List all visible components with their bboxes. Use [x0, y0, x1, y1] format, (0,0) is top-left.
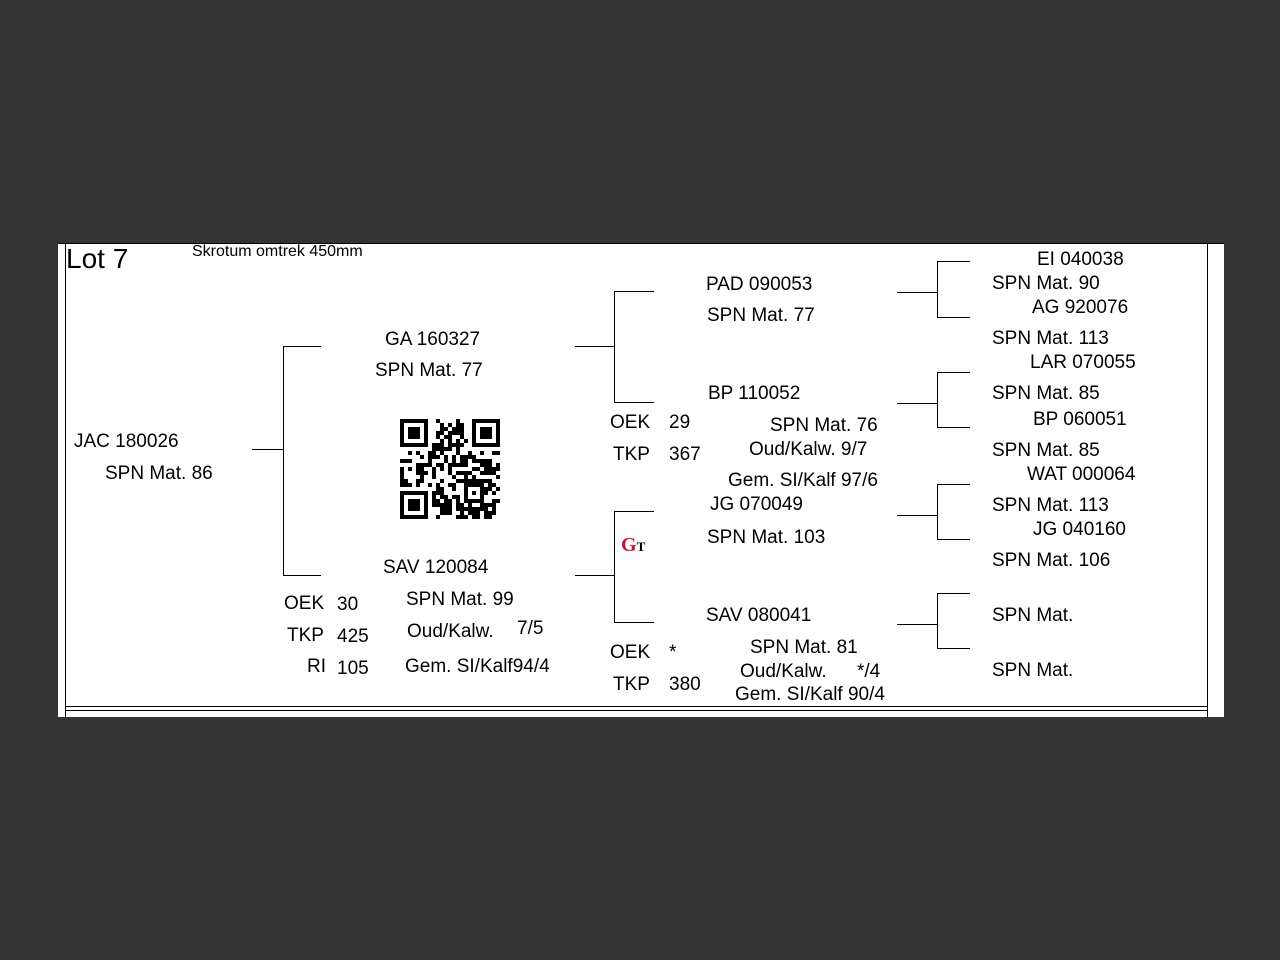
- ggp-2-id: AG 920076: [1032, 297, 1129, 318]
- left-border: [65, 243, 66, 717]
- sire-dam-gem-si-kalf: Gem. SI/Kalf 97/6: [728, 470, 878, 491]
- pedigree-sheet: Lot 7 Skrotum omtrek 450mm JAC 180026 SP…: [58, 243, 1224, 717]
- dam-dam-oud-kalw-value: */4: [857, 661, 881, 682]
- sire-dam-spn: SPN Mat. 76: [770, 415, 878, 436]
- bottom-border-double: [65, 710, 1208, 711]
- sire-sire-spn: SPN Mat. 77: [707, 305, 815, 326]
- dam-tkp-label: TKP: [287, 625, 324, 646]
- dam-dam-gem-si-kalf: Gem. SI/Kalf 90/4: [735, 684, 885, 705]
- sire-tkp-label: TKP: [613, 444, 650, 465]
- ggp-3-id: LAR 070055: [1030, 352, 1136, 373]
- sire-id: GA 160327: [385, 329, 481, 350]
- dam-oek-value: 30: [337, 594, 359, 615]
- dam-gem-si-kalf: Gem. SI/Kalf94/4: [405, 656, 550, 677]
- sire-oek-value: 29: [669, 412, 691, 433]
- dam-ri-value: 105: [337, 658, 369, 679]
- dam-dam-oek-value: *: [669, 642, 677, 663]
- dam-sire-spn: SPN Mat. 103: [707, 527, 826, 548]
- ggp-5-spn: SPN Mat. 113: [992, 495, 1109, 516]
- dam-dam-oek-label: OEK: [610, 642, 651, 663]
- ggp-1-spn: SPN Mat. 90: [992, 273, 1100, 294]
- ggp-8-spn: SPN Mat.: [992, 660, 1074, 681]
- ggp-4-id: BP 060051: [1033, 409, 1127, 430]
- ggp-3-spn: SPN Mat. 85: [992, 383, 1100, 404]
- sire-sire-id: PAD 090053: [706, 274, 813, 295]
- animal-id: JAC 180026: [74, 431, 179, 452]
- dam-dam-id: SAV 080041: [706, 605, 812, 626]
- scrotum-note: Skrotum omtrek 450mm: [192, 243, 363, 260]
- dam-oek-label: OEK: [284, 593, 325, 614]
- ggp-6-id: JG 040160: [1033, 519, 1126, 540]
- dam-dam-spn: SPN Mat. 81: [750, 637, 858, 658]
- top-border: [58, 243, 1224, 244]
- sire-spn: SPN Mat. 77: [375, 360, 483, 381]
- right-border: [1207, 243, 1208, 717]
- pedigree-bracket-lines: [252, 261, 970, 649]
- gt-logo-icon: GT: [621, 534, 646, 556]
- dam-oud-kalw-label: Oud/Kalw.: [407, 621, 494, 642]
- svg-text:GT: GT: [621, 534, 646, 556]
- ggp-1-id: EI 040038: [1037, 249, 1124, 270]
- bottom-border: [65, 706, 1208, 707]
- dam-tkp-value: 425: [337, 626, 369, 647]
- dam-id: SAV 120084: [383, 557, 489, 578]
- ggp-6-spn: SPN Mat. 106: [992, 550, 1111, 571]
- sire-oek-label: OEK: [610, 412, 651, 433]
- animal-spn: SPN Mat. 86: [105, 463, 213, 484]
- qr-code-icon: [400, 419, 500, 519]
- dam-ri-label: RI: [307, 656, 326, 677]
- dam-sire-id: JG 070049: [710, 494, 803, 515]
- sire-dam-id: BP 110052: [708, 383, 801, 404]
- dam-dam-tkp-label: TKP: [613, 674, 650, 695]
- ggp-2-spn: SPN Mat. 113: [992, 328, 1109, 349]
- ggp-7-spn: SPN Mat.: [992, 605, 1074, 626]
- sire-tkp-value: 367: [669, 444, 701, 465]
- sire-dam-oud-kalw: Oud/Kalw. 9/7: [749, 439, 868, 460]
- ggp-4-spn: SPN Mat. 85: [992, 440, 1100, 461]
- dam-dam-tkp-value: 380: [669, 674, 701, 695]
- lot-label: Lot 7: [66, 243, 129, 274]
- ggp-5-id: WAT 000064: [1027, 464, 1136, 485]
- dam-spn: SPN Mat. 99: [406, 589, 514, 610]
- dam-dam-oud-kalw-label: Oud/Kalw.: [740, 661, 827, 682]
- dam-oud-kalw-value: 7/5: [517, 618, 544, 639]
